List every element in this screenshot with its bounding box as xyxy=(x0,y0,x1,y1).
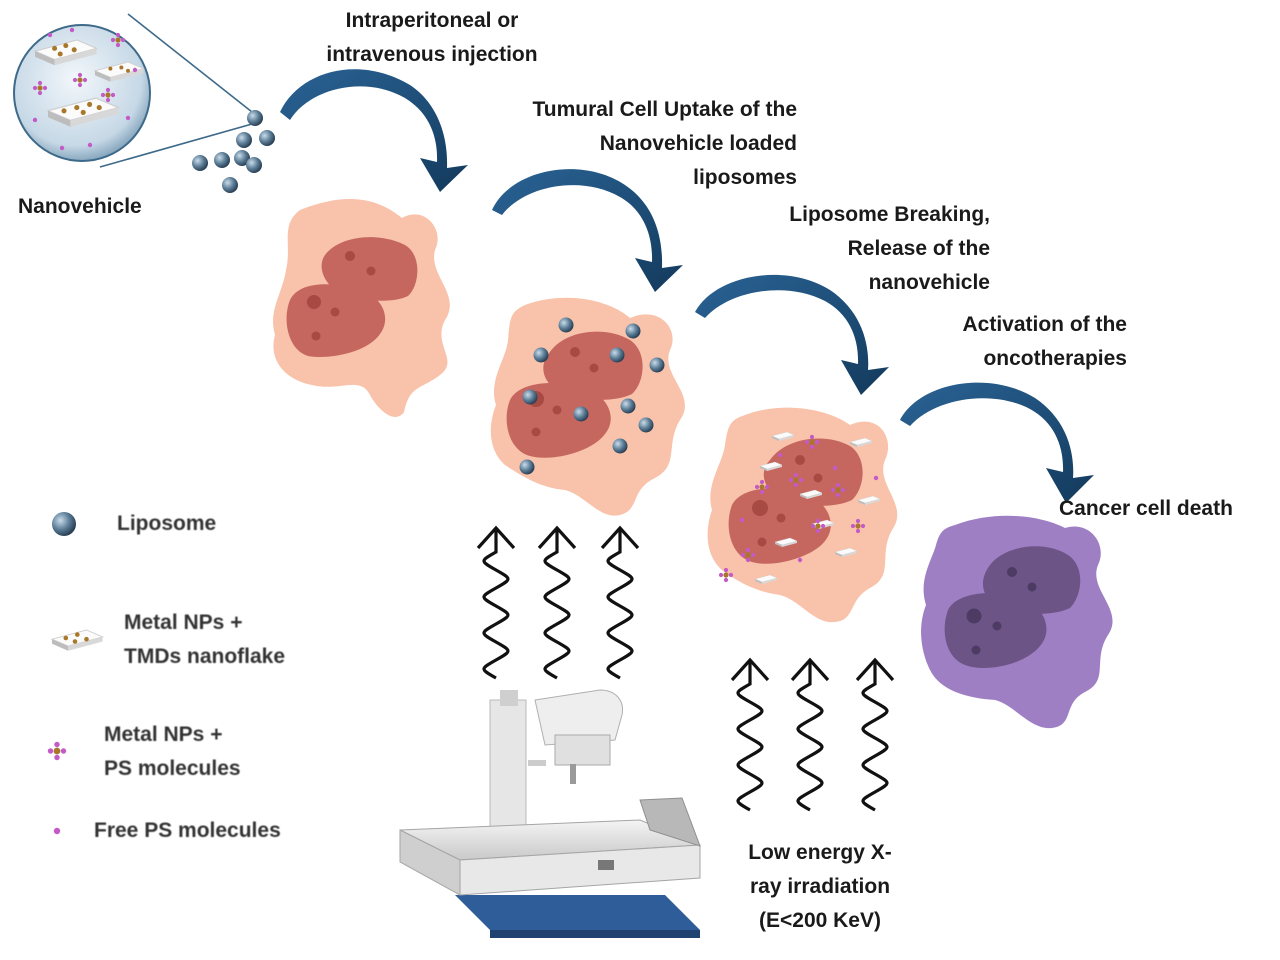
cell-death-text: Cancer cell death xyxy=(1059,497,1233,520)
breaking-line-2: Release of the xyxy=(847,237,990,260)
legend-free-ps-text: Free PS molecules xyxy=(94,819,281,842)
xray-line-1: Low energy X- xyxy=(748,841,892,864)
activation-label: Activation of the oncotherapies xyxy=(880,308,1127,376)
curved-arrow-icon xyxy=(900,382,1094,503)
wavy-arrow-icon xyxy=(790,658,830,812)
liposome-cluster xyxy=(192,110,275,193)
xray-line-2: ray irradiation xyxy=(749,875,891,898)
nanoflake-icon xyxy=(51,629,104,652)
legend-ps: Metal NPs + PS molecules xyxy=(104,718,241,786)
wavy-arrow-icon xyxy=(600,526,640,680)
tumor-cell-1 xyxy=(273,198,450,417)
uptake-line-3: liposomes xyxy=(693,166,797,189)
free-ps-molecule-icon xyxy=(53,827,61,835)
breaking-line-1: Liposome Breaking, xyxy=(789,203,990,226)
curved-arrow-icon xyxy=(492,169,683,292)
legend-liposome-text: Liposome xyxy=(117,512,217,535)
legend-liposome: Liposome xyxy=(117,507,216,541)
curved-arrow-icon xyxy=(695,274,889,395)
ps-molecule-icon xyxy=(47,741,67,761)
nanovehicle-zoom xyxy=(13,13,253,168)
tumor-cell-3 xyxy=(707,407,898,623)
legend-ps-line-1: Metal NPs + xyxy=(104,723,223,746)
legend-flake-line-2: TMDs nanoflake xyxy=(124,645,286,668)
legend-flake: Metal NPs + TMDs nanoflake xyxy=(124,606,285,674)
activation-line-2: oncotherapies xyxy=(983,347,1127,370)
wavy-arrow-icon xyxy=(476,526,516,680)
injection-line-2: intravenous injection xyxy=(326,43,538,66)
uptake-label: Tumural Cell Uptake of the Nanovehicle l… xyxy=(440,93,797,195)
xray-label: Low energy X- ray irradiation (E<200 KeV… xyxy=(720,836,920,938)
legend-free-ps: Free PS molecules xyxy=(94,814,281,848)
legend-ps-line-2: PS molecules xyxy=(104,757,241,780)
legend-flake-line-1: Metal NPs + xyxy=(124,611,243,634)
nanovehicle-label: Nanovehicle xyxy=(18,190,142,224)
injection-line-1: Intraperitoneal or xyxy=(345,9,519,32)
uptake-line-2: Nanovehicle loaded xyxy=(599,132,797,155)
uptake-line-1: Tumural Cell Uptake of the xyxy=(532,98,797,121)
curved-arrow-icon xyxy=(280,69,468,192)
wavy-arrow-icon xyxy=(855,658,895,812)
wavy-arrow-icon xyxy=(537,526,577,680)
activation-line-1: Activation of the xyxy=(962,313,1127,336)
tumor-cell-2 xyxy=(490,297,685,516)
nanovehicle-text: Nanovehicle xyxy=(18,195,142,218)
breaking-label: Liposome Breaking, Release of the nanove… xyxy=(700,198,990,300)
breaking-line-3: nanovehicle xyxy=(868,271,990,294)
injection-label: Intraperitoneal or intravenous injection xyxy=(300,4,564,72)
xray-line-3: (E<200 KeV) xyxy=(759,909,881,932)
wavy-arrow-icon xyxy=(730,658,770,812)
dead-cancer-cell xyxy=(921,515,1113,729)
cell-death-label: Cancer cell death xyxy=(1059,492,1233,526)
xray-machine-icon xyxy=(399,689,701,938)
liposome-icon xyxy=(52,512,76,536)
